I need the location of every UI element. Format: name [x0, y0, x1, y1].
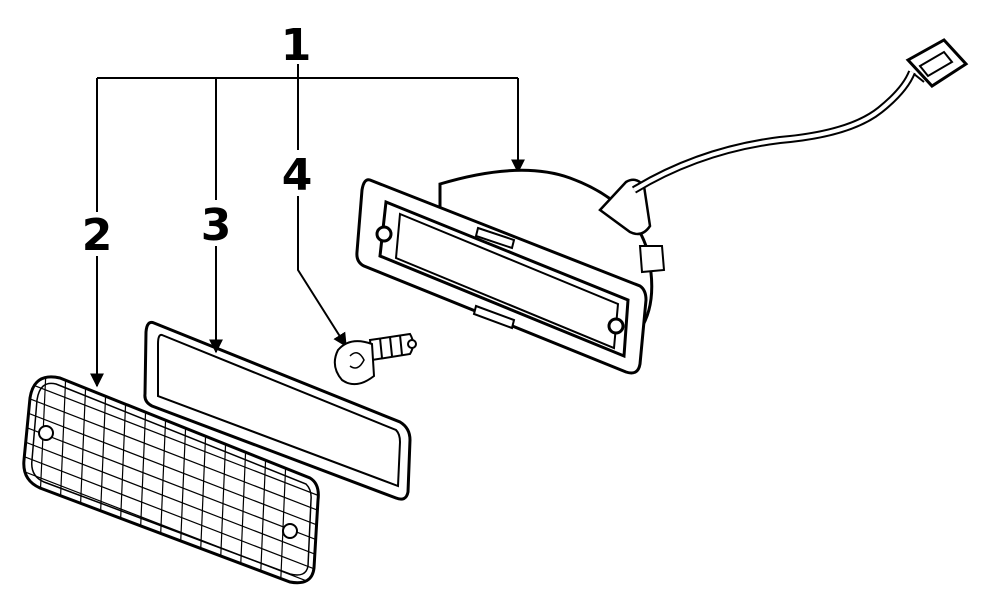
lens-screw-hole-right [282, 523, 298, 539]
gasket-part [143, 320, 412, 501]
leader-4-to-bulb [297, 196, 347, 348]
lens-part [22, 375, 320, 585]
bulb-part [333, 332, 417, 386]
lens-screw-hole-left [38, 425, 54, 441]
housing-screw-bottom [607, 317, 625, 335]
wire-harness [631, 70, 916, 194]
callout-label-3: 3 [201, 200, 232, 251]
callout-label-1: 1 [281, 20, 312, 71]
wire-connector [905, 38, 969, 88]
callout-label-4: 4 [282, 150, 313, 201]
leader-lines [90, 64, 525, 388]
housing-screw-top [375, 225, 393, 243]
callout-label-2: 2 [82, 210, 113, 261]
housing-part [355, 168, 666, 375]
